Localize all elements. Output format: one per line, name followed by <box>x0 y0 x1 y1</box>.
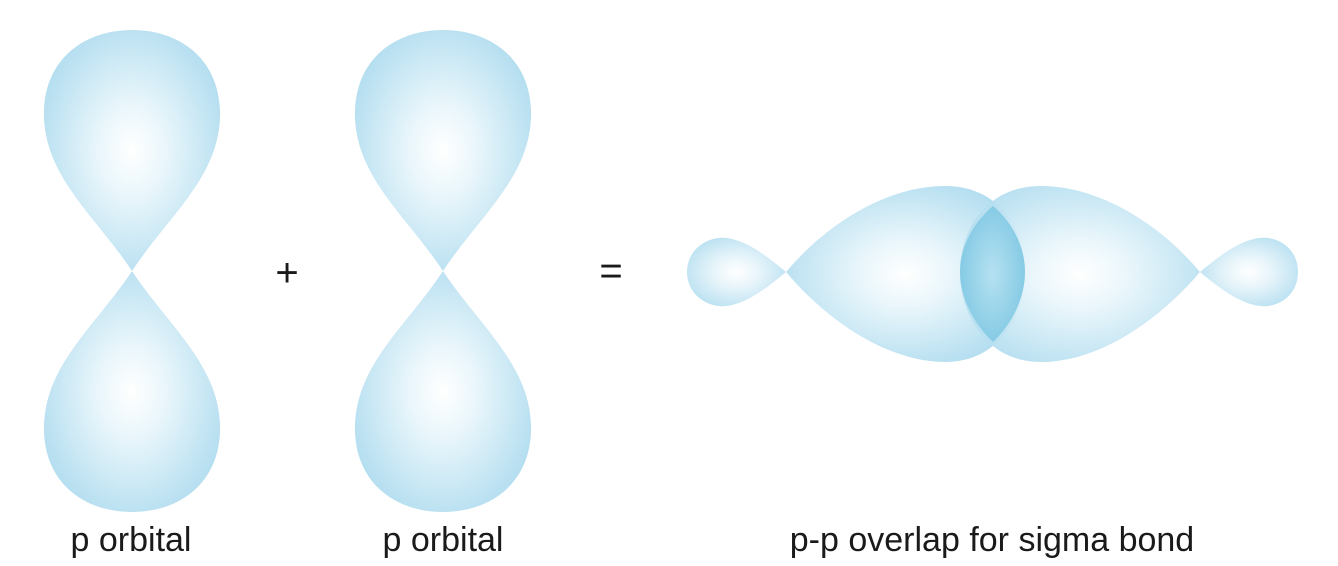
caption-p-orbital-left: p orbital <box>70 521 192 559</box>
p-orbital-right <box>354 30 532 512</box>
caption-sigma-overlap: p-p overlap for sigma bond <box>789 521 1195 559</box>
caption-p-orbital-right: p orbital <box>382 521 504 559</box>
equals-sign: = <box>599 249 623 293</box>
sigma-bond-overlap <box>687 186 1298 362</box>
small-lobe-right <box>1200 237 1298 307</box>
p-orbital-right-bottom-lobe <box>354 271 532 512</box>
p-orbital-left <box>43 30 221 512</box>
p-orbital-left-bottom-lobe <box>43 271 221 512</box>
small-lobe-left <box>687 237 786 307</box>
plus-sign: + <box>275 251 299 295</box>
large-lobe-left <box>786 186 1025 362</box>
p-orbital-left-top-lobe <box>43 30 221 271</box>
overlap-region <box>960 206 1025 342</box>
large-lobe-right <box>960 186 1200 362</box>
p-orbital-right-top-lobe <box>354 30 532 271</box>
